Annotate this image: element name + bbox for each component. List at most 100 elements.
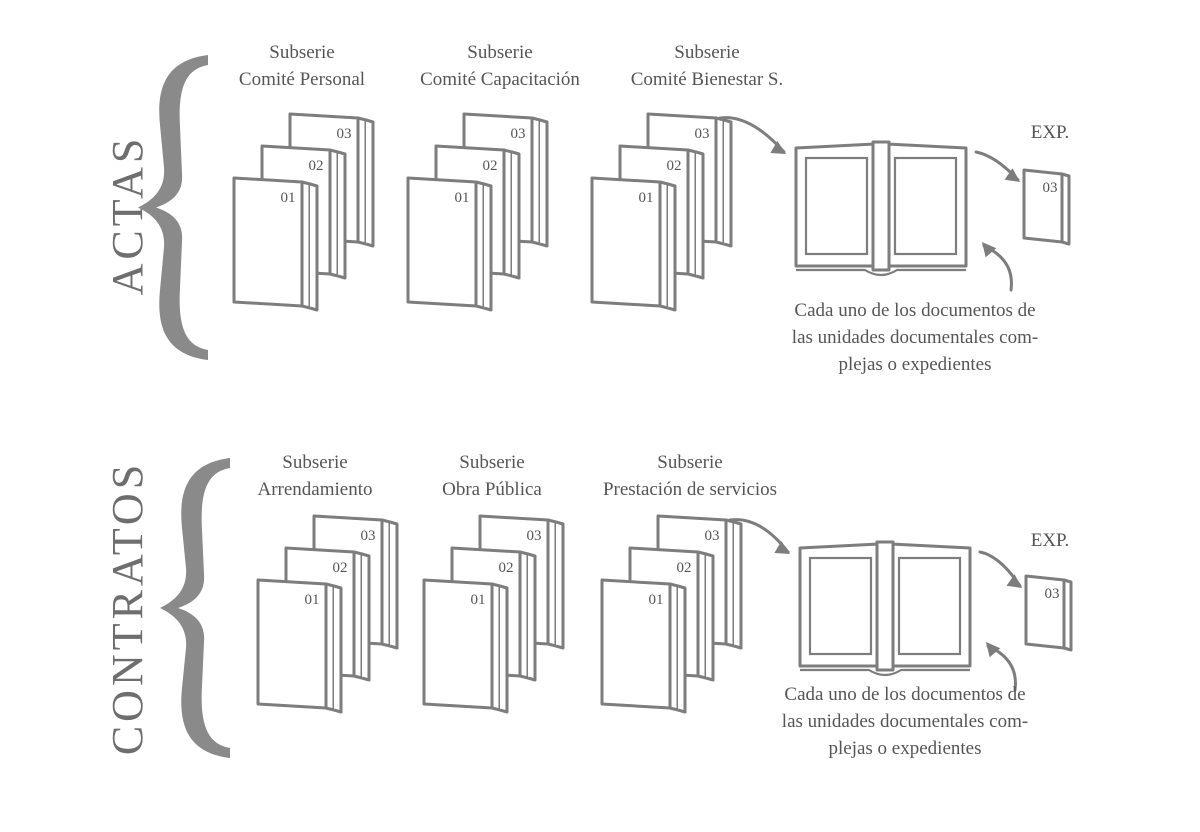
arrow-head [774, 540, 790, 554]
folder: 01 [422, 578, 509, 714]
subserie-prefix: Subserie [657, 452, 722, 473]
folder-front [590, 176, 662, 308]
folder-back-sheet [733, 520, 743, 650]
book-right-cover [885, 142, 968, 268]
folder-back-sheet [555, 520, 565, 650]
folder-number: 03 [511, 126, 526, 142]
subserie-prefix: Subserie [467, 42, 532, 63]
book-bottom-edge [800, 668, 970, 677]
folder-front [232, 176, 304, 308]
open-book [794, 140, 968, 277]
folder-front [406, 176, 478, 308]
folder-number: 03 [695, 126, 710, 142]
folder-number: 01 [471, 592, 486, 608]
folder-number: 03 [527, 528, 542, 544]
note-line: Cada uno de los documentos de [784, 684, 1025, 705]
book-left-page [804, 156, 869, 256]
folder: 01 [600, 578, 687, 714]
series-title: ACTAS [103, 135, 152, 296]
folder-front [600, 578, 672, 710]
book-left-cover [798, 542, 881, 668]
folder-back-sheet [527, 552, 537, 682]
folder-number: 02 [483, 158, 498, 174]
subserie-name: Arrendamiento [257, 479, 372, 500]
subserie-name: Comité Personal [239, 69, 365, 90]
exp-folder: 03 [1024, 574, 1073, 652]
book-right-cover [889, 542, 972, 668]
folder: 01 [406, 176, 493, 312]
book-right-page [893, 156, 958, 256]
folder-number: 01 [305, 592, 320, 608]
folder-number: 03 [361, 528, 376, 544]
arrow-head [770, 140, 786, 154]
exp-label: EXP. [1031, 530, 1070, 551]
arrow-head [1004, 168, 1020, 182]
open-book [798, 540, 972, 677]
note-line: plejas o expedientes [828, 738, 981, 759]
book-spine [871, 140, 891, 272]
exp-folder-back [1061, 172, 1071, 246]
folder-back-sheet [365, 118, 375, 248]
exp-number: 03 [1045, 586, 1060, 602]
subserie-name: Prestación de servicios [603, 479, 777, 500]
curly-brace [160, 458, 230, 758]
folder-number: 02 [677, 560, 692, 576]
exp-folder: 03 [1022, 168, 1071, 246]
folder-number: 02 [309, 158, 324, 174]
folder-back-sheet [333, 584, 343, 714]
subserie-prefix: Subserie [269, 42, 334, 63]
folder-number: 03 [337, 126, 352, 142]
folder-back-sheet [695, 150, 705, 280]
book-left-page [808, 556, 873, 656]
exp-folder-front [1024, 574, 1066, 650]
note-line: las unidades documentales com- [792, 327, 1038, 348]
folder-back-sheet [511, 150, 521, 280]
exp-folder-front [1022, 168, 1064, 244]
folder: 01 [232, 176, 319, 312]
folder: 01 [256, 578, 343, 714]
book-bottom-edge [796, 268, 966, 277]
folder-number: 02 [333, 560, 348, 576]
folder-back-sheet [539, 118, 549, 248]
folder-back-sheet [499, 584, 509, 714]
folder-back-sheet [483, 182, 493, 312]
exp-folder-back [1063, 578, 1073, 652]
note-line: plejas o expedientes [838, 354, 991, 375]
arrow-head [982, 242, 997, 258]
folder-number: 02 [667, 158, 682, 174]
folder-number: 03 [705, 528, 720, 544]
folder-back-sheet [723, 118, 733, 248]
folder-front [422, 578, 494, 710]
folder-back-sheet [361, 552, 371, 682]
arrow-head [986, 642, 1001, 658]
note-line: Cada uno de los documentos de [794, 300, 1035, 321]
folder-number: 02 [499, 560, 514, 576]
exp-number: 03 [1043, 180, 1058, 196]
folder: 01 [590, 176, 677, 312]
folder-number: 01 [281, 190, 296, 206]
folder-number: 01 [455, 190, 470, 206]
book-right-page [897, 556, 962, 656]
folder-back-sheet [309, 182, 319, 312]
series-title: CONTRATOS [103, 461, 152, 755]
subserie-name: Comité Bienestar S. [631, 69, 784, 90]
curly-brace [138, 55, 208, 360]
folder-number: 01 [639, 190, 654, 206]
note-line: las unidades documentales com- [782, 711, 1028, 732]
subserie-prefix: Subserie [459, 452, 524, 473]
exp-label: EXP. [1031, 122, 1070, 143]
folder-number: 01 [649, 592, 664, 608]
subserie-name: Obra Pública [442, 479, 542, 500]
folder-front [256, 578, 328, 710]
folder-back-sheet [667, 182, 677, 312]
book-spine [875, 540, 895, 672]
